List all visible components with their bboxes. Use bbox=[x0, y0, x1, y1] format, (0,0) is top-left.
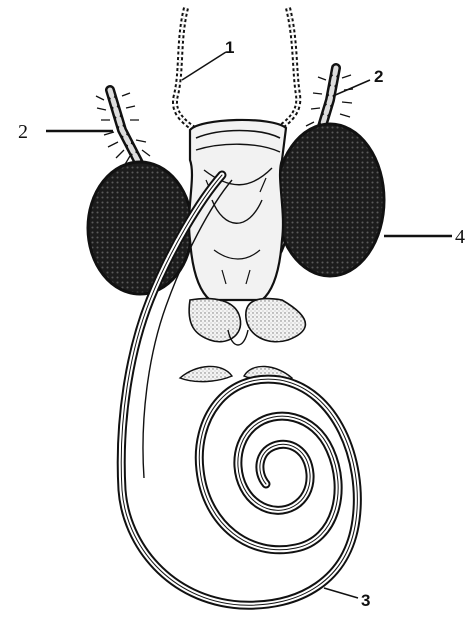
label-antenna: 1 bbox=[225, 38, 234, 57]
leader-line-1 bbox=[182, 52, 226, 80]
label-proboscis: 3 bbox=[361, 591, 370, 610]
mouthpart-sclerites bbox=[180, 299, 305, 382]
label-compound-eye: 4 bbox=[455, 226, 465, 248]
compound-eye-left bbox=[88, 162, 192, 294]
label-palp-left: 2 bbox=[18, 121, 28, 143]
compound-eye-right bbox=[276, 124, 384, 276]
leader-line-3 bbox=[324, 588, 358, 598]
antennae bbox=[175, 8, 298, 130]
head-capsule bbox=[189, 120, 286, 300]
label-palp-right: 2 bbox=[374, 67, 383, 86]
leader-line-2-right bbox=[333, 80, 370, 96]
